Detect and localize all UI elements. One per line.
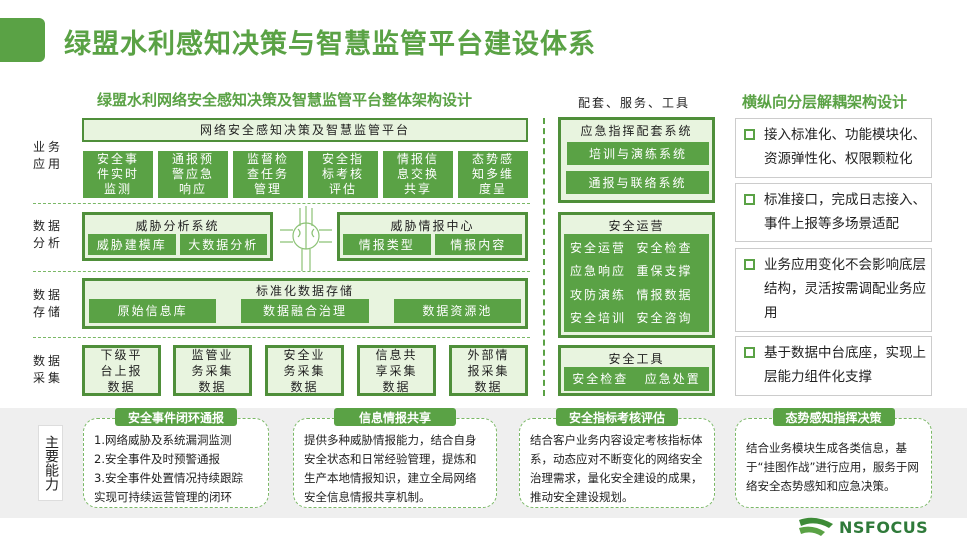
storage-title: 标准化数据存储 <box>255 284 354 298</box>
intel-type[interactable]: 情报类型 <box>343 234 431 255</box>
app-module[interactable]: 监督检查任务管理 <box>233 151 303 198</box>
row-label-storage: 数据存储 <box>33 288 64 319</box>
capability-card: 结合客户业务内容设定考核指标体系，动态应对不断变化的网络安全治理需求，量化安全建… <box>519 418 715 508</box>
threat-analysis-box: 威胁分析系统 威胁建模库 大数据分析 <box>82 212 273 261</box>
threat-intel-box: 威胁情报中心 情报类型 情报内容 <box>337 212 528 261</box>
threat-intel-title: 威胁情报中心 <box>390 219 475 233</box>
nsfocus-logo: NSFOCUS <box>797 516 928 538</box>
feature-text: 基于数据中台底座，实现上层能力组件化支撑 <box>764 345 926 385</box>
capability-card: 1.网络威胁及系统漏洞监测 2.安全事件及时预警通报 3.安全事件处置情况持续跟踪实… <box>83 418 269 508</box>
tools-title: 安全工具 <box>608 352 665 366</box>
data-fusion[interactable]: 数据融合治理 <box>241 299 369 323</box>
app-module[interactable]: 安全指标考核评估 <box>308 151 378 198</box>
nsfocus-logo-icon <box>799 517 833 536</box>
nsfocus-text: NSFOCUS <box>839 517 929 537</box>
ops-item[interactable]: 应急响应 <box>570 264 627 279</box>
capability-title: 安全指标考核评估 <box>556 408 678 426</box>
emergency-box: 应急指挥配套系统 培训与演练系统 通报与联络系统 <box>558 117 715 203</box>
feature-card: 基于数据中台底座，实现上层能力组件化支撑 <box>735 336 932 396</box>
title-accent <box>0 18 45 62</box>
notify-system[interactable]: 通报与联络系统 <box>566 171 709 194</box>
ops-item[interactable]: 安全检查 <box>636 240 693 255</box>
app-module[interactable]: 通报预警应急响应 <box>158 151 228 198</box>
tool-response[interactable]: 应急处置 <box>644 372 701 386</box>
checkbox-icon <box>744 194 755 205</box>
capability-title: 安全事件闭环通报 <box>115 408 237 426</box>
collect-source: 安全业务采集数据 <box>265 345 344 396</box>
decoupling-heading: 横纵向分层解耦架构设计 <box>742 93 908 111</box>
feature-text: 业务应用变化不会影响底层结构，灵活按需调配业务应用 <box>764 257 926 321</box>
checkbox-icon <box>744 129 755 140</box>
capability-line: 实现可持续运营管理的闭环 <box>94 490 232 504</box>
platform-bar: 网络安全感知决策及智慧监管平台 <box>82 118 528 142</box>
app-module[interactable]: 态势感知多维度呈 <box>458 151 528 198</box>
threat-model-lib[interactable]: 威胁建模库 <box>88 234 176 255</box>
capability-card: 提供多种威胁情报能力，结合自身安全状态和日常经验管理，提炼和生产本地情报知识，建… <box>293 418 497 508</box>
vertical-divider <box>543 118 545 396</box>
feature-text: 标准接口，完成日志接入、事件上报等多场景适配 <box>764 192 926 232</box>
ops-item[interactable]: 攻防演练 <box>570 287 627 302</box>
capability-card: 结合业务模块生成各类信息，基于“挂图作战”进行应用，服务于网络安全态势感知和应急… <box>735 418 932 508</box>
feature-text: 接入标准化、功能模块化、资源弹性化、权限颗粒化 <box>764 127 926 167</box>
page-title: 绿盟水利感知决策与智慧监管平台建设体系 <box>64 29 596 60</box>
capability-text: 结合业务模块生成各类信息，基于“挂图作战”进行应用，服务于网络安全态势感知和应急… <box>746 441 919 493</box>
checkbox-icon <box>744 259 755 270</box>
ops-item[interactable]: 安全运营 <box>570 240 627 255</box>
feature-card: 标准接口，完成日志接入、事件上报等多场景适配 <box>735 183 932 242</box>
row-label-collect: 数据采集 <box>33 354 64 385</box>
divider <box>33 271 530 272</box>
collect-source: 信息共享采集数据 <box>357 345 436 396</box>
tools-box: 安全工具 安全检查 应急处置 <box>558 345 715 396</box>
capability-line: 2.安全事件及时预警通报 <box>94 452 220 466</box>
row-label-analysis: 数据分析 <box>33 219 64 250</box>
capabilities-label: 主要能力 <box>38 425 63 501</box>
app-module[interactable]: 情报信息交换共享 <box>383 151 453 198</box>
ops-box: 安全运营 安全运营安全检查应急响应重保支撑攻防演练情报数据安全培训安全咨询 <box>558 212 715 338</box>
ops-title: 安全运营 <box>608 219 665 233</box>
capability-text: 结合客户业务内容设定考核指标体系，动态应对不断变化的网络安全治理需求，量化安全建… <box>530 433 703 504</box>
row-label-app: 业务应用 <box>33 140 64 171</box>
big-data-analysis[interactable]: 大数据分析 <box>179 234 267 255</box>
ops-item[interactable]: 安全咨询 <box>636 311 693 326</box>
threat-analysis-title: 威胁分析系统 <box>135 219 220 233</box>
divider <box>33 203 530 204</box>
collect-source: 外部情报采集数据 <box>449 345 528 396</box>
data-pool[interactable]: 数据资源池 <box>393 299 521 323</box>
ops-item[interactable]: 安全培训 <box>570 311 627 326</box>
feature-card: 业务应用变化不会影响底层结构，灵活按需调配业务应用 <box>735 248 932 332</box>
checkbox-icon <box>744 347 755 358</box>
ops-item[interactable]: 重保支撑 <box>636 264 693 279</box>
app-module[interactable]: 安全事件实时监测 <box>83 151 153 198</box>
collect-source: 监管业务采集数据 <box>173 345 252 396</box>
capability-text: 提供多种威胁情报能力，结合自身安全状态和日常经验管理，提炼和生产本地情报知识，建… <box>304 433 477 504</box>
emergency-title: 应急指挥配套系统 <box>580 124 693 138</box>
storage-box: 标准化数据存储 原始信息库 数据融合治理 数据资源池 <box>82 278 528 329</box>
feature-card: 接入标准化、功能模块化、资源弹性化、权限颗粒化 <box>735 118 932 178</box>
capability-title: 态势感知指挥决策 <box>772 408 895 426</box>
support-heading: 配套、服务、工具 <box>578 96 691 110</box>
training-system[interactable]: 培训与演练系统 <box>567 142 709 165</box>
ops-item[interactable]: 情报数据 <box>636 287 693 302</box>
capability-line: 1.网络威胁及系统漏洞监测 <box>94 433 232 447</box>
raw-info-lib[interactable]: 原始信息库 <box>89 299 217 323</box>
intel-content[interactable]: 情报内容 <box>434 234 522 255</box>
divider <box>33 337 530 338</box>
architecture-heading: 绿盟水利网络安全感知决策及智慧监管平台整体架构设计 <box>97 91 473 109</box>
collect-source: 下级平台上报数据 <box>82 345 161 396</box>
capability-title: 信息情报共享 <box>334 408 456 426</box>
tool-check[interactable]: 安全检查 <box>572 372 629 386</box>
capability-line: 3.安全事件处置情况持续跟踪 <box>94 471 243 485</box>
brain-circuit-icon <box>280 206 332 271</box>
